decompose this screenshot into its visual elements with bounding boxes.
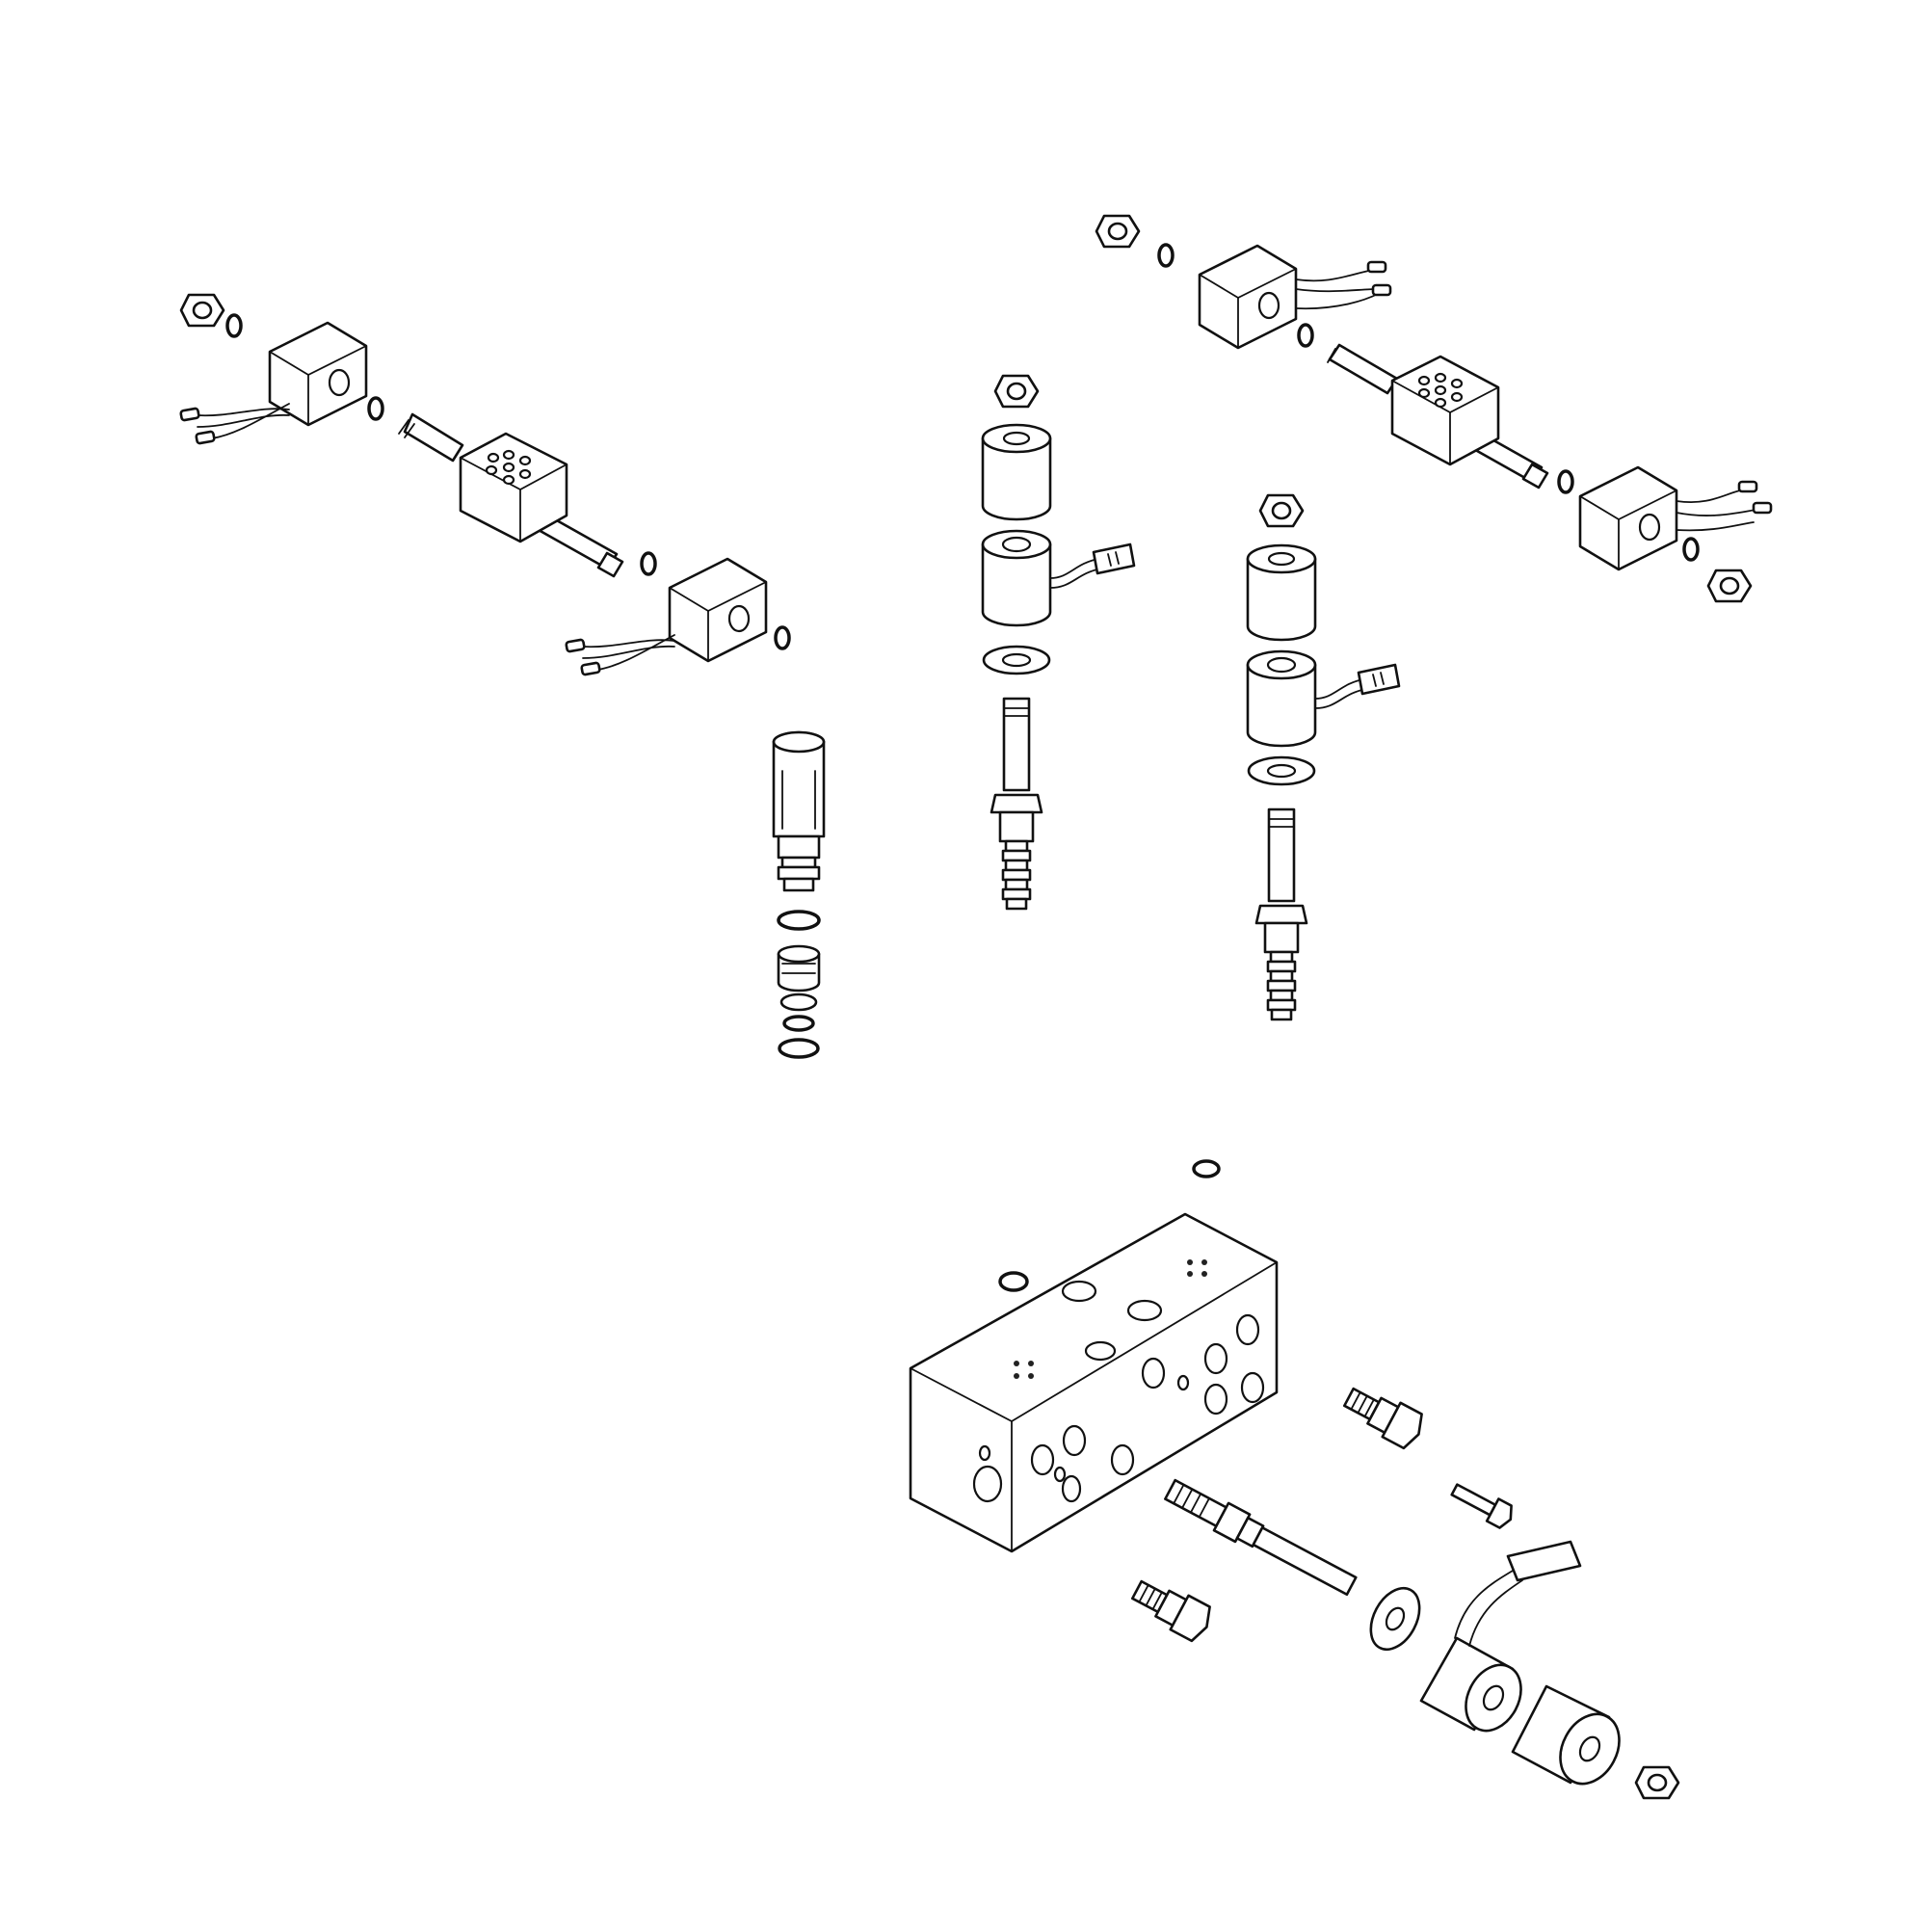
- washer: [779, 992, 818, 1012]
- wire-leads: [564, 633, 676, 676]
- o-ring: [1157, 243, 1175, 268]
- check-cartridge: [1126, 1572, 1218, 1646]
- o-ring: [1297, 323, 1314, 348]
- solenoid-coil: [981, 529, 1136, 627]
- solenoid-coil-cube: [1578, 465, 1678, 571]
- hex-nut: [1634, 1765, 1680, 1800]
- o-ring: [1682, 537, 1700, 562]
- right-solenoid-stack: [1246, 493, 1401, 1021]
- solenoid-coil-cube: [1198, 244, 1298, 350]
- o-ring: [778, 1038, 820, 1059]
- coil-sleeve: [981, 423, 1052, 521]
- hex-nut: [993, 374, 1040, 409]
- check-cartridge: [1338, 1379, 1430, 1453]
- relief-cartridge-stack: [772, 730, 826, 1059]
- hex-bolt: [1450, 1483, 1513, 1529]
- o-ring: [777, 910, 821, 931]
- right-valve-assembly: [1095, 214, 1773, 603]
- valve-stem: [990, 697, 1043, 911]
- backup-ring: [777, 944, 821, 992]
- hex-nut: [179, 293, 225, 328]
- o-ring: [1192, 1159, 1221, 1178]
- solenoid-coil-cube: [668, 557, 768, 663]
- left-valve-assembly: [178, 293, 791, 676]
- wire-leads: [1676, 480, 1773, 532]
- valve-stem: [1254, 807, 1308, 1021]
- coil-sleeve: [1511, 1684, 1621, 1786]
- washer: [1247, 755, 1316, 786]
- washer: [982, 645, 1051, 675]
- hex-nut: [1258, 493, 1305, 528]
- valve-body: [1390, 355, 1500, 466]
- solenoid-stem: [1164, 1478, 1358, 1597]
- o-ring: [782, 1015, 815, 1032]
- manifold-block: [909, 1159, 1279, 1553]
- valve-body: [459, 432, 568, 543]
- cartridge-valve: [772, 730, 826, 892]
- solenoid-coil: [1419, 1540, 1582, 1733]
- wire-leads: [1295, 260, 1392, 310]
- o-ring: [1557, 469, 1574, 494]
- coil-sleeve: [1246, 543, 1317, 642]
- wire-leads: [178, 402, 291, 445]
- solenoid-coil: [1246, 649, 1401, 748]
- o-ring: [367, 396, 384, 421]
- hex-nut: [1095, 214, 1141, 249]
- o-ring: [998, 1271, 1029, 1292]
- o-ring: [640, 551, 657, 576]
- o-ring: [774, 625, 791, 650]
- center-solenoid-stack: [981, 374, 1136, 911]
- o-ring: [225, 313, 243, 338]
- hex-nut: [1706, 569, 1753, 603]
